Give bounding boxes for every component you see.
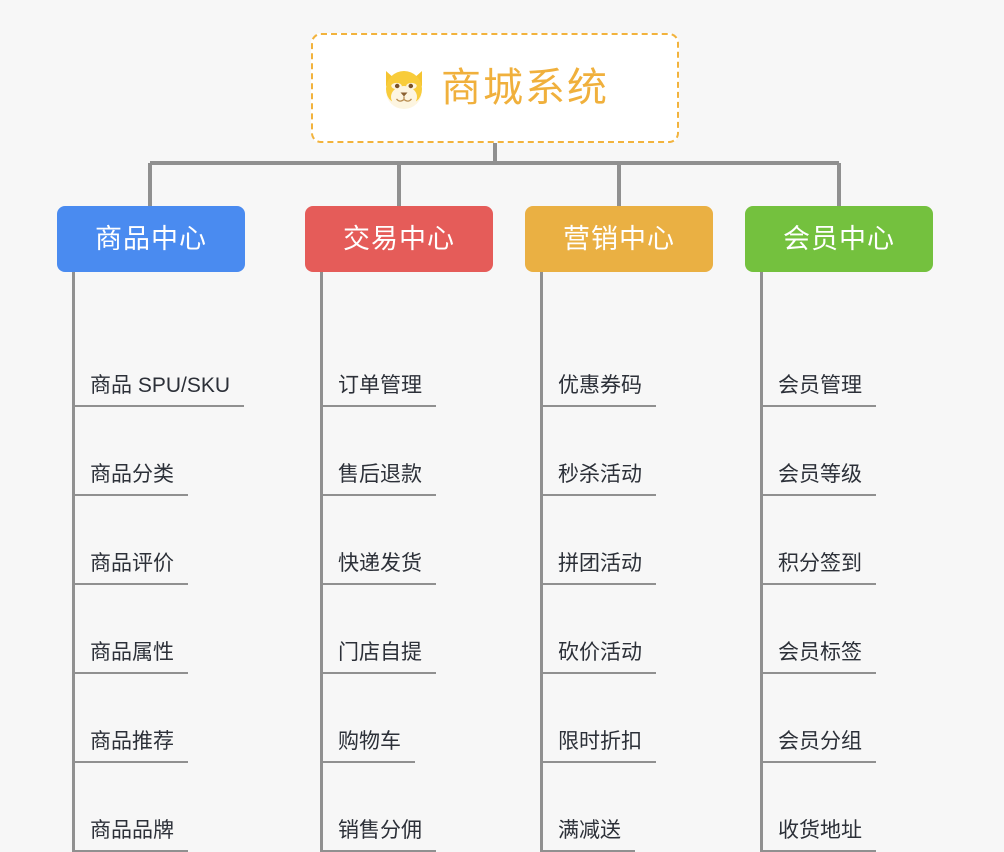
category-column-2: 交易中心 订单管理 售后退款 快递发货 门店自提 购物车 销售分佣 bbox=[305, 206, 493, 852]
leaf-item[interactable]: 会员管理 bbox=[762, 318, 933, 407]
category-label: 营销中心 bbox=[563, 223, 675, 254]
leaf-label: 会员管理 bbox=[762, 375, 876, 407]
leaf-item[interactable]: 会员等级 bbox=[762, 407, 933, 496]
leaf-item[interactable]: 门店自提 bbox=[322, 585, 493, 674]
leaf-list-3: 优惠券码 秒杀活动 拼团活动 砍价活动 限时折扣 满减送 bbox=[525, 272, 713, 852]
dog-face-icon bbox=[386, 71, 422, 109]
category-column-3: 营销中心 优惠券码 秒杀活动 拼团活动 砍价活动 限时折扣 满减送 bbox=[525, 206, 713, 852]
leaf-list-1: 商品 SPU/SKU 商品分类 商品评价 商品属性 商品推荐 商品品牌 bbox=[57, 272, 245, 852]
root-title: 商城系统 bbox=[441, 66, 609, 110]
leaf-item[interactable]: 限时折扣 bbox=[542, 674, 713, 763]
leaf-item[interactable]: 会员分组 bbox=[762, 674, 933, 763]
category-header-2[interactable]: 交易中心 bbox=[305, 206, 493, 272]
root-node[interactable]: 商城系统 bbox=[311, 33, 679, 143]
leaf-label: 秒杀活动 bbox=[542, 464, 656, 496]
leaf-item[interactable]: 收货地址 bbox=[762, 763, 933, 852]
category-column-1: 商品中心 商品 SPU/SKU 商品分类 商品评价 商品属性 商品推荐 商品品牌 bbox=[57, 206, 245, 852]
leaf-label: 商品推荐 bbox=[74, 731, 188, 763]
leaf-item[interactable]: 销售分佣 bbox=[322, 763, 493, 852]
leaf-item[interactable]: 拼团活动 bbox=[542, 496, 713, 585]
leaf-item[interactable]: 订单管理 bbox=[322, 318, 493, 407]
leaf-label: 会员分组 bbox=[762, 731, 876, 763]
leaf-label: 商品属性 bbox=[74, 642, 188, 674]
leaf-label: 门店自提 bbox=[322, 642, 436, 674]
leaf-list-2: 订单管理 售后退款 快递发货 门店自提 购物车 销售分佣 bbox=[305, 272, 493, 852]
leaf-label: 限时折扣 bbox=[542, 731, 656, 763]
leaf-label: 购物车 bbox=[322, 731, 415, 763]
category-label: 会员中心 bbox=[783, 223, 895, 254]
leaf-item[interactable]: 商品评价 bbox=[74, 496, 245, 585]
leaf-item[interactable]: 快递发货 bbox=[322, 496, 493, 585]
leaf-label: 优惠券码 bbox=[542, 375, 656, 407]
leaf-label: 销售分佣 bbox=[322, 820, 436, 852]
leaf-label: 商品评价 bbox=[74, 553, 188, 585]
category-column-4: 会员中心 会员管理 会员等级 积分签到 会员标签 会员分组 收货地址 bbox=[745, 206, 933, 852]
leaf-item[interactable]: 售后退款 bbox=[322, 407, 493, 496]
leaf-label: 商品分类 bbox=[74, 464, 188, 496]
leaf-item[interactable]: 砍价活动 bbox=[542, 585, 713, 674]
category-header-4[interactable]: 会员中心 bbox=[745, 206, 933, 272]
leaf-label: 砍价活动 bbox=[542, 642, 656, 674]
leaf-label: 收货地址 bbox=[762, 820, 876, 852]
leaf-item[interactable]: 满减送 bbox=[542, 763, 713, 852]
leaf-label: 拼团活动 bbox=[542, 553, 656, 585]
category-label: 交易中心 bbox=[343, 223, 455, 254]
leaf-label: 订单管理 bbox=[322, 375, 436, 407]
leaf-item[interactable]: 秒杀活动 bbox=[542, 407, 713, 496]
category-label: 商品中心 bbox=[95, 223, 207, 254]
leaf-item[interactable]: 购物车 bbox=[322, 674, 493, 763]
leaf-list-4: 会员管理 会员等级 积分签到 会员标签 会员分组 收货地址 bbox=[745, 272, 933, 852]
leaf-label: 会员标签 bbox=[762, 642, 876, 674]
category-header-3[interactable]: 营销中心 bbox=[525, 206, 713, 272]
leaf-item[interactable]: 会员标签 bbox=[762, 585, 933, 674]
leaf-label: 售后退款 bbox=[322, 464, 436, 496]
leaf-item[interactable]: 商品品牌 bbox=[74, 763, 245, 852]
leaf-label: 商品 SPU/SKU bbox=[74, 375, 245, 407]
leaf-label: 会员等级 bbox=[762, 464, 876, 496]
leaf-item[interactable]: 商品分类 bbox=[74, 407, 245, 496]
leaf-item[interactable]: 优惠券码 bbox=[542, 318, 713, 407]
leaf-label: 满减送 bbox=[542, 820, 635, 852]
category-header-1[interactable]: 商品中心 bbox=[57, 206, 245, 272]
leaf-label: 积分签到 bbox=[762, 553, 876, 585]
leaf-label: 商品品牌 bbox=[74, 820, 188, 852]
leaf-item[interactable]: 积分签到 bbox=[762, 496, 933, 585]
leaf-item[interactable]: 商品属性 bbox=[74, 585, 245, 674]
leaf-item[interactable]: 商品推荐 bbox=[74, 674, 245, 763]
leaf-item[interactable]: 商品 SPU/SKU bbox=[74, 318, 245, 407]
leaf-label: 快递发货 bbox=[322, 553, 436, 585]
